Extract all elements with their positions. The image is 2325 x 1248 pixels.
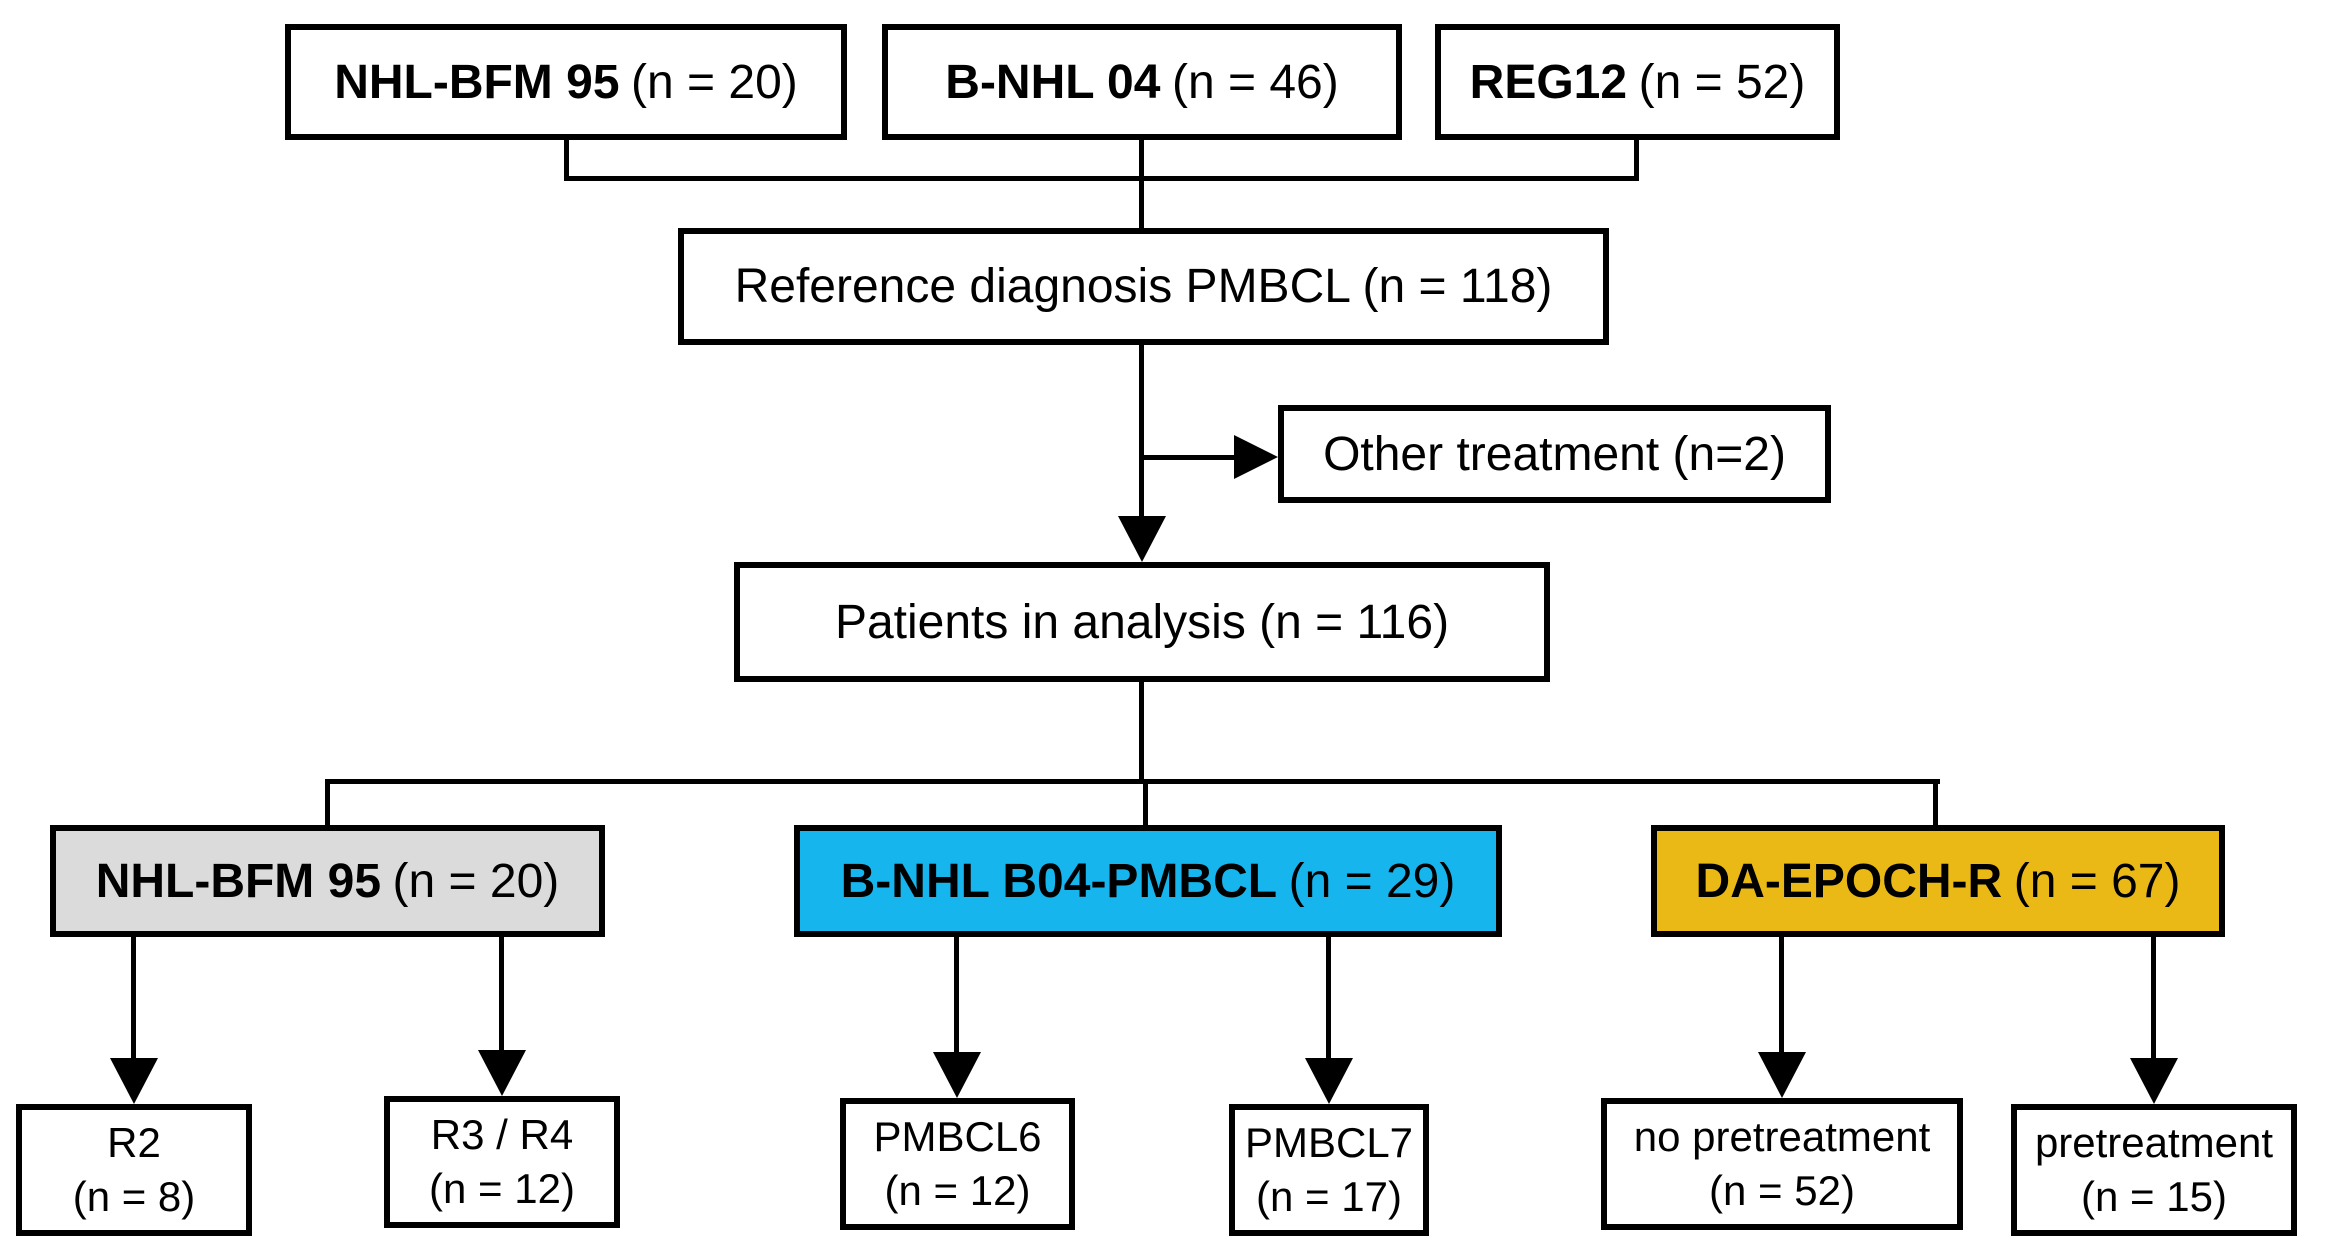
connector-r2 (131, 937, 136, 1062)
leaf-line2: (n = 52) (1709, 1167, 1855, 1214)
leaf-line2: (n = 8) (72, 1173, 196, 1220)
connector-arm-blue-stub (1143, 779, 1148, 829)
leaf-line2: (n = 17) (1256, 1173, 1402, 1220)
source-label: NHL-BFM 95 (334, 55, 620, 109)
connector-pmbcl7 (1326, 937, 1331, 1062)
box-leaf-pmbcl7: PMBCL7 (n = 17) (1229, 1104, 1429, 1236)
box-source-nhl-bfm-95: NHL-BFM 95(n = 20) (285, 24, 847, 140)
leaf-line1: PMBCL6 (873, 1113, 1042, 1161)
arm-label: B-NHL B04-PMBCL (840, 854, 1278, 908)
leaf-line1: pretreatment (2034, 1119, 2274, 1167)
connector-arm-gray-stub (325, 779, 330, 829)
leaf-line1: R2 (107, 1119, 161, 1167)
connector-sources-merge (564, 176, 1639, 181)
arrowhead-down-icon (2130, 1058, 2178, 1104)
box-leaf-r3-r4: R3 / R4 (n = 12) (384, 1096, 620, 1228)
source-count: (n = 46) (1171, 55, 1339, 109)
box-other-treatment: Other treatment (n=2) (1278, 405, 1831, 503)
connector-reference-to-patients (1139, 345, 1144, 520)
box-leaf-pretreatment: pretreatment (n = 15) (2011, 1104, 2297, 1236)
box-leaf-no-pretreatment: no pretreatment (n = 52) (1601, 1098, 1963, 1230)
box-leaf-pmbcl6: PMBCL6 (n = 12) (840, 1098, 1075, 1230)
connector-arms-split (325, 779, 1940, 784)
arm-count: (n = 67) (2013, 854, 2181, 908)
box-source-reg12: REG12(n = 52) (1435, 24, 1840, 140)
arrowhead-down-icon (1118, 516, 1166, 562)
arm-count: (n = 20) (392, 854, 560, 908)
leaf-line1: R3 / R4 (430, 1111, 574, 1159)
leaf-line2: (n = 12) (884, 1167, 1031, 1214)
box-arm-b-nhl-b04-pmbcl: B-NHL B04-PMBCL(n = 29) (794, 825, 1502, 937)
connector-source-a-stub (564, 140, 569, 181)
leaf-line2: (n = 15) (2081, 1173, 2227, 1220)
leaf-line2: (n = 12) (429, 1165, 575, 1212)
leaf-line1: no pretreatment (1633, 1113, 1931, 1161)
arm-count: (n = 29) (1288, 854, 1456, 908)
patients-label: Patients in analysis (n = 116) (834, 595, 1450, 649)
box-arm-nhl-bfm-95: NHL-BFM 95(n = 20) (50, 825, 605, 937)
connector-branch-other-treatment (1139, 455, 1238, 460)
connector-pmbcl6 (954, 937, 959, 1056)
arrowhead-down-icon (1758, 1052, 1806, 1098)
arm-label: NHL-BFM 95 (95, 854, 382, 908)
box-leaf-r2: R2 (n = 8) (16, 1104, 252, 1236)
source-label: B-NHL 04 (945, 55, 1161, 109)
connector-arm-yellow-stub (1933, 779, 1938, 829)
arrowhead-right-icon (1234, 435, 1278, 479)
source-label: REG12 (1469, 55, 1628, 109)
other-treatment-label: Other treatment (n=2) (1323, 427, 1786, 481)
arm-label: DA-EPOCH-R (1695, 854, 2003, 908)
connector-source-c-stub (1634, 140, 1639, 181)
arrowhead-down-icon (110, 1058, 158, 1104)
connector-r3-r4 (499, 937, 504, 1054)
arrowhead-down-icon (933, 1052, 981, 1098)
connector-patients-down (1139, 682, 1144, 784)
connector-pretreatment (2151, 937, 2156, 1062)
box-arm-da-epoch-r: DA-EPOCH-R(n = 67) (1651, 825, 2225, 937)
reference-label: Reference diagnosis PMBCL (n = 118) (734, 260, 1553, 313)
box-patients-in-analysis: Patients in analysis (n = 116) (734, 562, 1550, 682)
source-count: (n = 52) (1638, 55, 1806, 109)
box-reference-diagnosis: Reference diagnosis PMBCL (n = 118) (678, 228, 1609, 345)
connector-no-pretreatment (1779, 937, 1784, 1056)
box-source-b-nhl-04: B-NHL 04(n = 46) (882, 24, 1402, 140)
connector-source-b-to-reference (1139, 140, 1144, 232)
arrowhead-down-icon (478, 1050, 526, 1096)
arrowhead-down-icon (1305, 1058, 1353, 1104)
leaf-line1: PMBCL7 (1244, 1119, 1414, 1167)
source-count: (n = 20) (631, 55, 798, 109)
